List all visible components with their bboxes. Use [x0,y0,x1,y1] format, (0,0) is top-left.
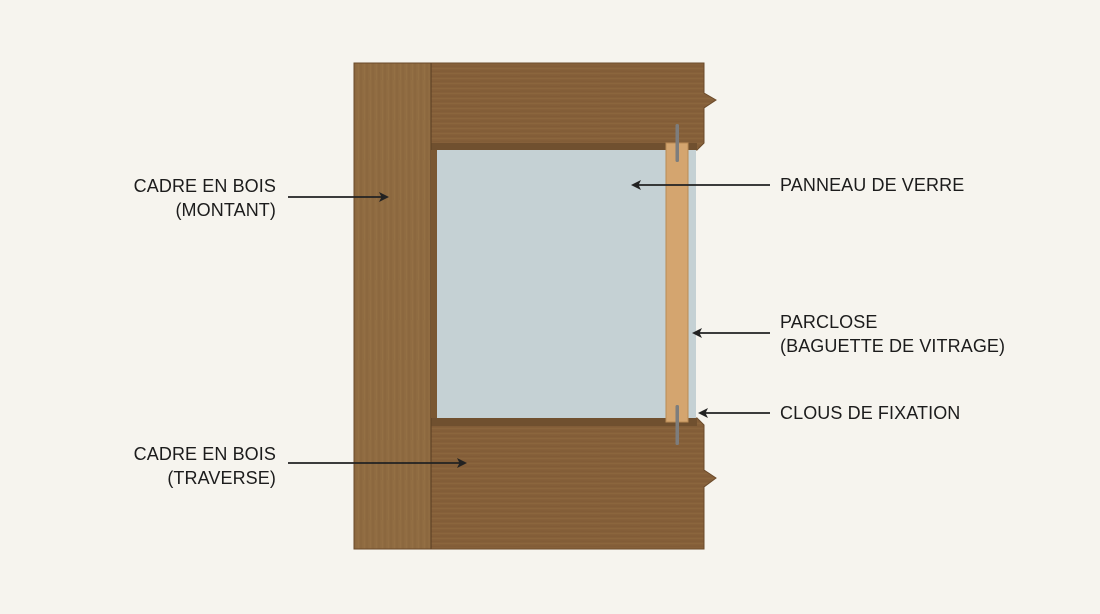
label-nails: CLOUS DE FIXATION [780,401,960,425]
label-bead: PARCLOSE (BAGUETTE DE VITRAGE) [780,310,1005,358]
label-rail-line2: (TRAVERSE) [167,468,276,488]
label-glass: PANNEAU DE VERRE [780,173,964,197]
label-rail: CADRE EN BOIS (TRAVERSE) [134,442,276,490]
top-rail [430,62,717,151]
stile [353,62,437,550]
label-stile-line2: (MONTANT) [175,200,276,220]
label-bead-line2: (BAGUETTE DE VITRAGE) [780,336,1006,356]
label-nails-line1: CLOUS DE FIXATION [780,403,961,423]
label-rail-line1: CADRE EN BOIS [133,444,276,464]
label-stile: CADRE EN BOIS (MONTANT) [134,174,276,222]
label-bead-line1: PARCLOSE [780,312,878,332]
bottom-rail [430,417,717,550]
label-glass-line1: PANNEAU DE VERRE [780,175,965,195]
nail-bottom-icon [675,405,679,445]
glass-pane [437,150,696,418]
nail-top-icon [675,124,679,162]
label-stile-line1: CADRE EN BOIS [133,176,276,196]
